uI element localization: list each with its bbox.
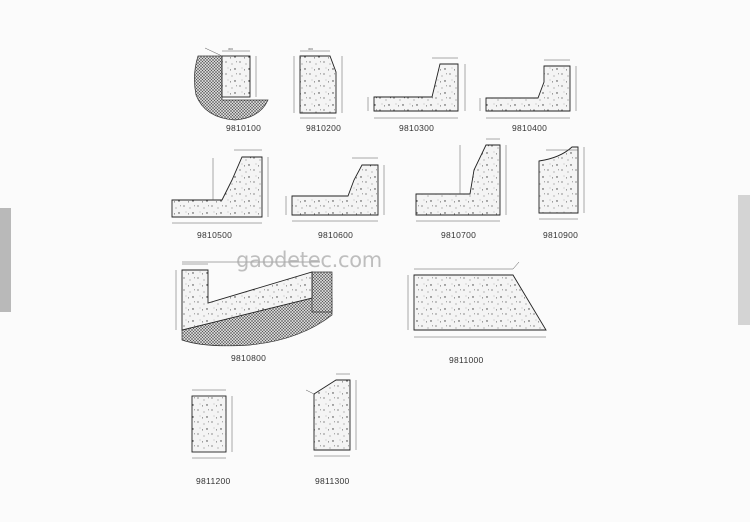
profile-label: 9810200 (306, 123, 342, 133)
left-binding-tab (0, 208, 11, 312)
profile-label: 9810600 (318, 230, 354, 240)
profile-9810700 (415, 138, 507, 222)
profile-label: 9811000 (449, 355, 484, 365)
svg-text:300: 300 (308, 47, 313, 51)
stone-section (313, 379, 351, 451)
stone-section (485, 65, 571, 112)
profile-label: 9810100 (226, 123, 262, 133)
profile-label: 9810700 (441, 230, 477, 240)
stone-section (415, 144, 501, 216)
profile-9810800 (175, 261, 333, 347)
substrate-hatch (181, 297, 333, 347)
profile-label: 9810400 (512, 123, 548, 133)
substrate-hatch (194, 55, 269, 121)
stone-section (181, 269, 313, 331)
stone-section (413, 274, 547, 331)
right-binding-tab (738, 195, 750, 325)
profile-9811300 (305, 373, 357, 457)
stone-section (191, 395, 227, 453)
profile-label: 9810500 (197, 230, 233, 240)
svg-text:300: 300 (228, 47, 233, 51)
profile-9810300 (367, 57, 466, 119)
stone-section (538, 146, 579, 214)
stone-section (221, 55, 251, 98)
side-hatch (311, 271, 333, 313)
stone-section (291, 164, 379, 216)
stone-section (299, 55, 337, 114)
profile-9810900 (538, 146, 585, 220)
profile-label: 9811200 (196, 476, 231, 486)
profile-label: 9810900 (543, 230, 579, 240)
profile-9810200: 300 (293, 47, 343, 119)
stone-section (373, 63, 459, 112)
profile-9810400 (479, 59, 577, 119)
profile-9810600 (285, 157, 385, 222)
profile-9811000 (407, 261, 547, 338)
profile-9811200 (191, 389, 233, 459)
profile-label: 9810300 (399, 123, 435, 133)
profile-9810500 (171, 149, 269, 224)
stone-section (171, 156, 263, 218)
watermark-text: gaodetec.com (236, 248, 382, 272)
profile-9810100: 300 (194, 47, 269, 121)
profile-label: 9810800 (231, 353, 267, 363)
profile-label: 9811300 (315, 476, 350, 486)
